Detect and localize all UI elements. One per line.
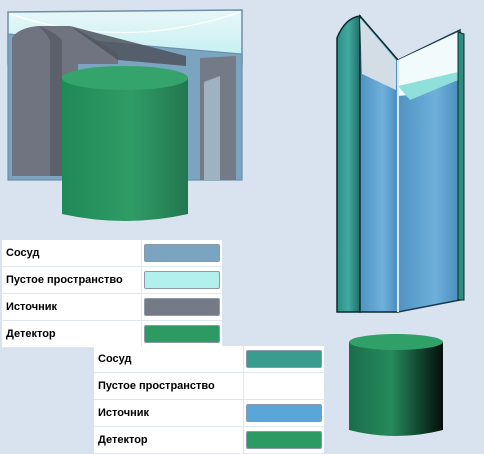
bottom-cylinder-figure: [349, 334, 443, 436]
legend-row-empty-space: Пустое пространство: [2, 266, 222, 294]
legend-label: Детектор: [94, 426, 244, 454]
legend-label: Сосуд: [2, 240, 142, 267]
legend-row-detector: Детектор: [2, 320, 222, 348]
color-swatch: [144, 325, 220, 343]
left-vessel-figure: [7, 9, 243, 221]
right-vessel-figure: [336, 13, 465, 313]
color-swatch: [144, 298, 220, 316]
legend-top-left: Сосуд Пустое пространство Источник Детек…: [2, 240, 222, 348]
color-swatch: [246, 431, 322, 449]
legend-label: Пустое пространство: [94, 372, 244, 400]
color-swatch: [144, 271, 220, 289]
legend-bottom: Сосуд Пустое пространство Источник Детек…: [94, 346, 324, 454]
legend-label: Источник: [2, 293, 142, 321]
color-swatch: [246, 377, 322, 395]
legend-row-detector: Детектор: [94, 426, 324, 454]
color-swatch: [246, 350, 322, 368]
color-swatch: [246, 404, 322, 422]
legend-label: Детектор: [2, 320, 142, 348]
legend-label: Сосуд: [94, 346, 244, 373]
color-swatch: [144, 244, 220, 262]
legend-row-source: Источник: [2, 293, 222, 321]
legend-label: Источник: [94, 399, 244, 427]
legend-label: Пустое пространство: [2, 266, 142, 294]
legend-row-empty-space: Пустое пространство: [94, 372, 324, 400]
legend-row-vessel: Сосуд: [2, 240, 222, 267]
legend-row-source: Источник: [94, 399, 324, 427]
legend-row-vessel: Сосуд: [94, 346, 324, 373]
